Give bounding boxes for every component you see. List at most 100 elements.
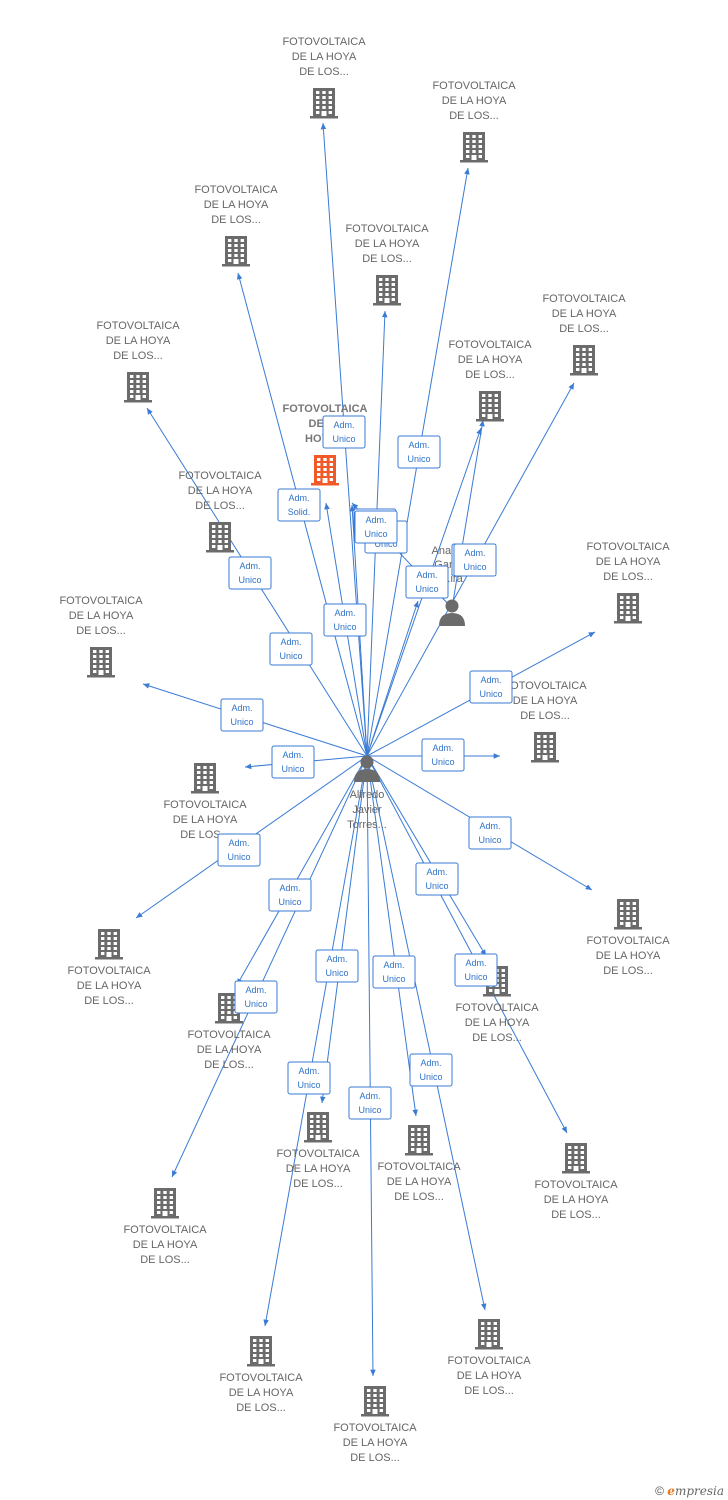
building-icon[interactable] <box>304 1112 332 1143</box>
company-label: FOTOVOLTAICA <box>586 935 670 947</box>
building-window <box>322 1125 326 1128</box>
person-node[interactable]: AlfredoJavierTorres... <box>347 755 387 832</box>
edge-label[interactable]: Adm.Unico <box>421 738 465 772</box>
edge-label[interactable]: Adm.Unico <box>322 415 366 449</box>
building-icon[interactable] <box>87 647 115 678</box>
company-label: DE LOS... <box>180 829 230 841</box>
edge-label-text: Adm. <box>326 954 347 964</box>
building-icon[interactable] <box>405 1125 433 1156</box>
edge-label[interactable]: Adm.Unico <box>234 980 278 1014</box>
edge-label[interactable]: Adm.Unico <box>415 862 459 896</box>
edge-label[interactable]: Adm.Unico <box>372 955 416 989</box>
building-window <box>626 596 630 599</box>
building-icon[interactable] <box>151 1188 179 1219</box>
edge-label[interactable]: Adm.Unico <box>354 510 398 544</box>
edge-label[interactable]: Adm.Solid. <box>277 488 321 522</box>
building-icon[interactable] <box>311 455 339 486</box>
edge-label[interactable]: Adm.Unico <box>409 1053 453 1087</box>
person-icon[interactable] <box>354 755 380 783</box>
building-icon[interactable] <box>562 1143 590 1174</box>
building-window <box>197 771 201 774</box>
edge-label[interactable]: Adm.Unico <box>268 878 312 912</box>
edge-label-text: Unico <box>281 764 304 774</box>
edge-label[interactable]: Adm.Unico <box>453 543 497 577</box>
building-window <box>626 907 630 910</box>
company-label: DE LOS... <box>236 1402 286 1414</box>
company-label: FOTOVOLTAICA <box>455 1002 539 1014</box>
building-window <box>142 395 146 398</box>
building-window <box>632 601 636 604</box>
building-window <box>228 239 232 242</box>
building-icon[interactable] <box>475 1319 503 1350</box>
building-icon[interactable] <box>361 1386 389 1417</box>
edge-label[interactable]: Adm.Unico <box>348 1086 392 1120</box>
edge-label[interactable]: Adm.Unico <box>469 670 513 704</box>
building-window <box>580 1161 584 1164</box>
building-icon[interactable] <box>124 372 152 403</box>
building-window <box>317 468 321 471</box>
person-icon[interactable] <box>439 599 465 627</box>
edge-label[interactable]: Adm. Unico <box>271 745 315 779</box>
building-window <box>253 1359 257 1362</box>
building-window <box>136 375 140 378</box>
building-window <box>113 947 117 950</box>
building-icon[interactable] <box>191 763 219 794</box>
building-icon[interactable] <box>614 593 642 624</box>
brand-logo[interactable]: empresia <box>667 1484 724 1498</box>
edge-label[interactable]: Adm.Unico <box>468 816 512 850</box>
company-label: DE LA HOYA <box>457 1370 522 1382</box>
edge-label[interactable]: Adm.Unico <box>454 953 498 987</box>
building-icon[interactable] <box>95 929 123 960</box>
building-icon[interactable] <box>247 1336 275 1367</box>
edge-label-text: Unico <box>297 1080 320 1090</box>
building-icon[interactable] <box>614 899 642 930</box>
building-window <box>482 409 486 412</box>
building-icon[interactable] <box>531 732 559 763</box>
building-icon[interactable] <box>310 88 338 119</box>
edge-label[interactable]: Adm.Unico <box>323 603 367 637</box>
building-icon[interactable] <box>476 391 504 422</box>
edge-label[interactable]: Adm.Unico <box>405 565 449 599</box>
edge-label-text: Unico <box>431 757 454 767</box>
building-icon[interactable] <box>460 132 488 163</box>
edge-label[interactable]: Adm.Unico <box>228 556 272 590</box>
edge-label[interactable]: Adm.Unico <box>217 833 261 867</box>
edge-label-text: Adm. <box>282 750 303 760</box>
edge-label[interactable]: Adm.Unico <box>269 632 313 666</box>
building-icon[interactable] <box>373 275 401 306</box>
building-door <box>625 616 631 621</box>
edge-label[interactable]: Adm.Unico <box>315 949 359 983</box>
edge-label-box <box>348 1086 392 1120</box>
edge-label[interactable]: Adm.Unico <box>220 698 264 732</box>
building-window <box>101 942 105 945</box>
building-window <box>157 1191 161 1194</box>
building-icon[interactable] <box>206 522 234 553</box>
building-window <box>310 1130 314 1133</box>
building-icon[interactable] <box>222 236 250 267</box>
edge-label[interactable]: Adm.Unico <box>397 435 441 469</box>
building-window <box>169 1191 173 1194</box>
edge-label[interactable]: Adm.Unico <box>287 1061 331 1095</box>
building-icon[interactable] <box>570 345 598 376</box>
